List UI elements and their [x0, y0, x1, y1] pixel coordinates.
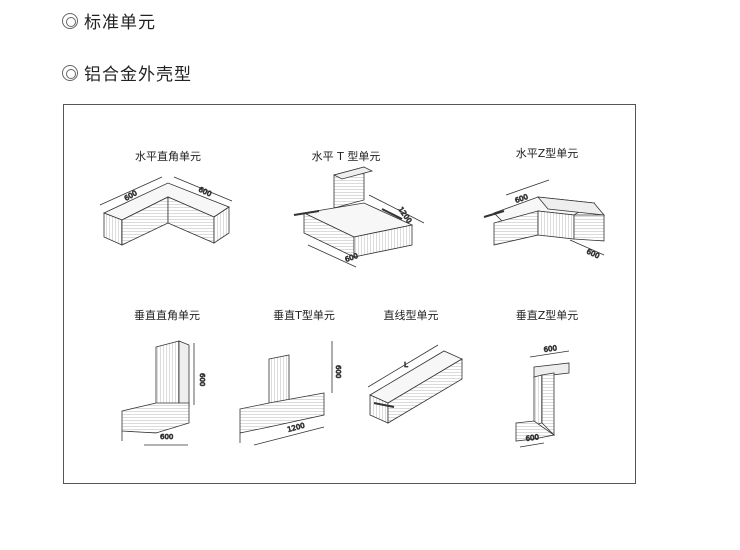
dim-straight-l: L: [404, 361, 408, 369]
horizontal-tee-drawing: [293, 166, 425, 268]
horizontal-z-drawing: [483, 179, 605, 256]
dim-ve-b: 600: [160, 433, 173, 441]
double-circle-icon: [62, 13, 78, 29]
section-heading-aluminum-housing: 铝合金外壳型: [62, 60, 192, 85]
heading-text: 铝合金外壳型: [84, 65, 192, 85]
vertical-tee-drawing: [239, 341, 333, 446]
unit-label-horizontal-z: 水平Z型单元: [515, 147, 579, 160]
straight-drawing: [367, 344, 463, 424]
horizontal-elbow-drawing: [99, 176, 233, 246]
unit-label-vertical-tee: 垂直T型单元: [273, 309, 335, 322]
unit-label-vertical-z: 垂直Z型单元: [515, 309, 579, 322]
dim-ve-a: 600: [198, 373, 206, 386]
unit-diagram-panel: 水平直角单元 水平 T 型单元 水平Z型单元 垂直直角单元 垂直T型单元 直线型…: [63, 104, 636, 484]
section-heading-standard-unit: 标准单元: [62, 8, 156, 33]
unit-label-horizontal-tee: 水平 T 型单元: [311, 150, 381, 163]
dim-vz-a: 600: [543, 344, 557, 354]
dim-zh-b: 600: [585, 248, 601, 261]
heading-text: 标准单元: [84, 13, 156, 33]
dim-vt-a: 600: [334, 365, 342, 378]
unit-label-horizontal-elbow: 水平直角单元: [135, 150, 201, 163]
unit-label-vertical-elbow: 垂直直角单元: [134, 309, 200, 322]
unit-drawings: 600 600 600 1200: [99, 166, 605, 448]
unit-label-straight: 直线型单元: [383, 309, 439, 322]
double-circle-icon: [62, 65, 78, 81]
vertical-elbow-drawing: [121, 340, 195, 446]
vertical-z-drawing: [515, 350, 570, 448]
dim-vz-b: 600: [525, 433, 539, 443]
